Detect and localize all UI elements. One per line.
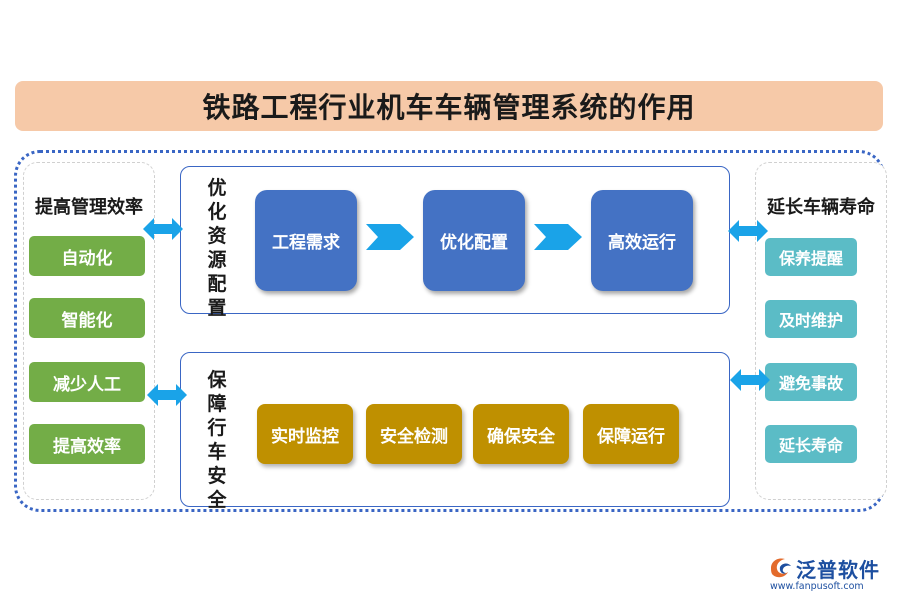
step-engineering-demand: 工程需求 xyxy=(255,190,357,291)
left-item-reduce-labor: 减少人工 xyxy=(29,362,145,402)
brand-name: 泛普软件 xyxy=(796,558,880,582)
brand-url: www.fanpusoft.com xyxy=(770,581,864,592)
double-arrow-icon xyxy=(143,218,183,240)
double-arrow-icon xyxy=(730,369,770,391)
item-safety-inspection: 安全检测 xyxy=(366,404,462,464)
step-optimized-config: 优化配置 xyxy=(423,190,525,291)
left-panel-title: 提高管理效率 xyxy=(35,197,143,218)
right-item-timely-repair: 及时维护 xyxy=(765,300,857,338)
chevron-arrow-icon xyxy=(366,224,414,250)
right-item-extend-life: 延长寿命 xyxy=(765,425,857,463)
label-char: 行 xyxy=(207,417,227,439)
right-item-avoid-accident: 避免事故 xyxy=(765,363,857,401)
label-char: 置 xyxy=(207,297,227,319)
diagram-title: 铁路工程行业机车车辆管理系统的作用 xyxy=(202,91,696,124)
label-char: 安 xyxy=(207,465,227,487)
brand-swirl-icon xyxy=(771,558,791,578)
step-efficient-operation: 高效运行 xyxy=(591,190,693,291)
label-char: 车 xyxy=(207,441,227,463)
safety-label: 保 障 行 车 安 全 xyxy=(205,368,229,512)
title-banner: 铁路工程行业机车车辆管理系统的作用 xyxy=(15,81,883,131)
chevron-arrow-icon xyxy=(534,224,582,250)
right-item-maintenance-reminder: 保养提醒 xyxy=(765,238,857,276)
left-item-intelligent: 智能化 xyxy=(29,298,145,338)
item-realtime-monitor: 实时监控 xyxy=(257,404,353,464)
resource-optimization-label: 优 化 资 源 配 置 xyxy=(205,176,229,320)
label-char: 障 xyxy=(207,393,227,415)
label-char: 全 xyxy=(207,489,227,511)
item-ensure-operation: 保障运行 xyxy=(583,404,679,464)
label-char: 保 xyxy=(207,369,227,391)
label-char: 资 xyxy=(207,225,227,247)
label-char: 化 xyxy=(207,201,227,223)
left-item-efficiency: 提高效率 xyxy=(29,424,145,464)
label-char: 源 xyxy=(207,249,227,271)
label-char: 优 xyxy=(207,177,227,199)
double-arrow-icon xyxy=(147,384,187,406)
label-char: 配 xyxy=(207,273,227,295)
item-ensure-safety: 确保安全 xyxy=(473,404,569,464)
left-item-automation: 自动化 xyxy=(29,236,145,276)
brand-logo: 泛普软件 www.fanpusoft.com xyxy=(768,556,893,598)
right-panel-title: 延长车辆寿命 xyxy=(767,197,875,218)
double-arrow-icon xyxy=(728,220,768,242)
